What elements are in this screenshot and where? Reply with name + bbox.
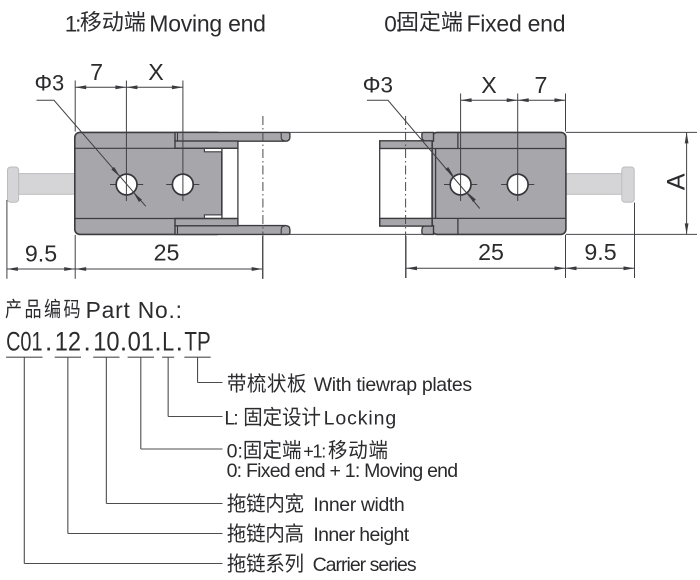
svg-text:Carrier series: Carrier series xyxy=(313,554,417,576)
svg-text:Part No.:: Part No.: xyxy=(86,297,183,323)
svg-text:With tiewrap plates: With tiewrap plates xyxy=(314,374,473,396)
svg-text:Φ3: Φ3 xyxy=(35,70,65,95)
svg-text:.: . xyxy=(120,326,128,356)
svg-text:.: . xyxy=(154,326,162,356)
svg-text:X: X xyxy=(148,59,163,85)
svg-text:10: 10 xyxy=(93,326,119,356)
svg-text:25: 25 xyxy=(154,240,180,266)
svg-text:+1:: +1: xyxy=(303,442,325,462)
svg-text:.: . xyxy=(83,326,91,356)
svg-text:L: L xyxy=(162,326,174,356)
svg-text:1:: 1: xyxy=(65,12,80,37)
svg-text:.: . xyxy=(45,326,53,356)
svg-text:Locking: Locking xyxy=(324,408,398,430)
svg-text:12: 12 xyxy=(55,326,81,356)
svg-text:0: Fixed end + 1: Moving end: 0: Fixed end + 1: Moving end xyxy=(227,460,458,482)
svg-text:9.5: 9.5 xyxy=(584,239,616,265)
svg-text:7: 7 xyxy=(90,59,103,85)
svg-text:01: 01 xyxy=(128,326,154,356)
svg-text:Inner width: Inner width xyxy=(313,494,404,516)
svg-text:X: X xyxy=(481,72,496,98)
svg-text:.: . xyxy=(176,326,184,356)
svg-text:9.5: 9.5 xyxy=(25,240,57,266)
svg-text:TP: TP xyxy=(184,326,210,356)
svg-text:0:: 0: xyxy=(227,441,243,463)
svg-text:7: 7 xyxy=(535,72,548,98)
svg-text:Fixed end: Fixed end xyxy=(467,11,566,37)
svg-text:Φ3: Φ3 xyxy=(363,72,393,97)
svg-text:L:: L: xyxy=(224,408,237,430)
svg-text:0:: 0: xyxy=(384,12,400,37)
svg-text:25: 25 xyxy=(478,239,504,265)
svg-text:C01: C01 xyxy=(6,326,42,356)
svg-text:Moving end: Moving end xyxy=(149,11,265,37)
svg-text:Inner height: Inner height xyxy=(313,524,409,546)
svg-text:A: A xyxy=(662,173,690,190)
